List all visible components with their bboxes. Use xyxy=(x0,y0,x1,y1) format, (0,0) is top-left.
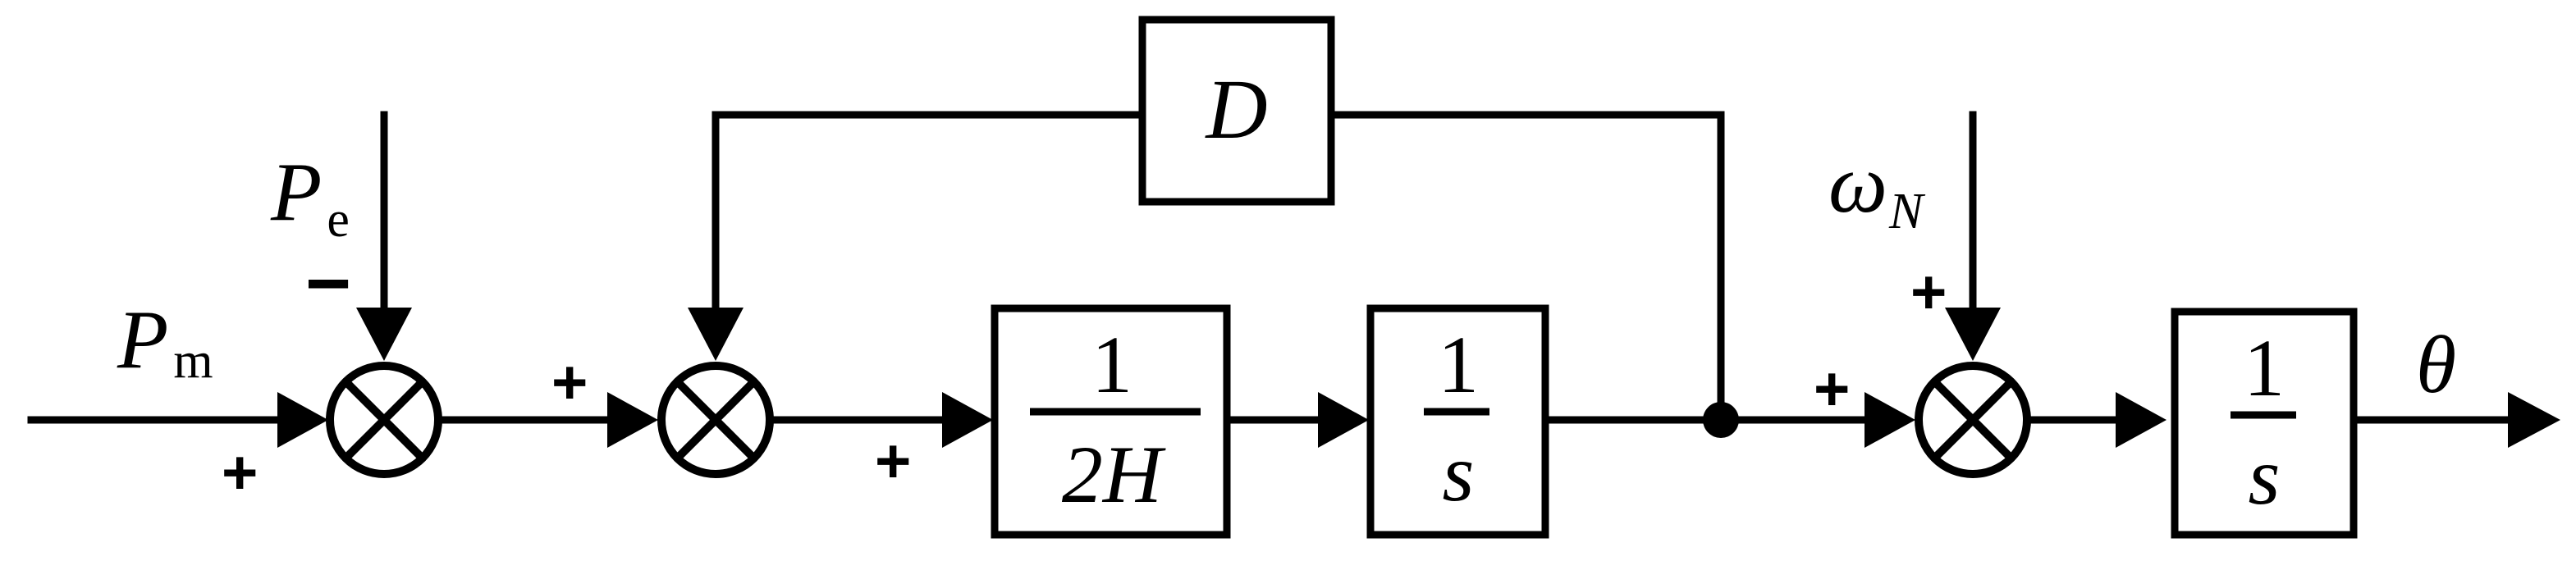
sum2-input-arrowhead xyxy=(607,392,658,448)
pe-arrowhead xyxy=(356,308,412,361)
sum1-pe-sign: − xyxy=(305,239,351,327)
pm-label: Pm xyxy=(117,294,213,389)
pm-arrowhead xyxy=(277,392,328,448)
sum1-pm-sign: + xyxy=(222,438,258,508)
output-arrowhead xyxy=(2508,392,2560,448)
integrator1-block xyxy=(1366,304,1549,539)
damping-block xyxy=(1138,16,1335,206)
integrator1-numerator: 1 xyxy=(1438,319,1479,410)
integrator2-block xyxy=(2171,308,2358,539)
feedback-arrowhead xyxy=(688,308,744,361)
pe-label: Pe xyxy=(270,146,350,248)
sum2-to-block-sign: + xyxy=(875,426,911,496)
sum3-input-arrowhead xyxy=(1865,392,1915,448)
integrator2-input-arrowhead xyxy=(2116,392,2166,448)
inertia-input-arrowhead xyxy=(942,392,993,448)
inertia-numerator: 1 xyxy=(1091,319,1132,410)
output-label: θ xyxy=(2416,319,2456,410)
sum3-in-sign: + xyxy=(1814,354,1850,424)
omega-label: ωN xyxy=(1828,138,1926,239)
damping-label: D xyxy=(1204,62,1267,157)
integrator1-denominator: s xyxy=(1443,427,1475,518)
inertia-denominator: 2H xyxy=(1062,429,1166,520)
sum2-in-sign: + xyxy=(551,348,588,417)
sum3-omega-sign: + xyxy=(1910,258,1947,327)
sum-junction-1 xyxy=(326,362,442,478)
sum-junction-3 xyxy=(1915,362,2031,478)
inertia-block xyxy=(991,304,1231,539)
integrator1-input-arrowhead xyxy=(1318,392,1369,448)
branch-node xyxy=(1703,402,1739,438)
integrator2-numerator: 1 xyxy=(2244,322,2285,413)
omega-arrowhead xyxy=(1945,308,2001,361)
sum-junction-2 xyxy=(657,362,774,478)
integrator2-denominator: s xyxy=(2249,431,2281,522)
